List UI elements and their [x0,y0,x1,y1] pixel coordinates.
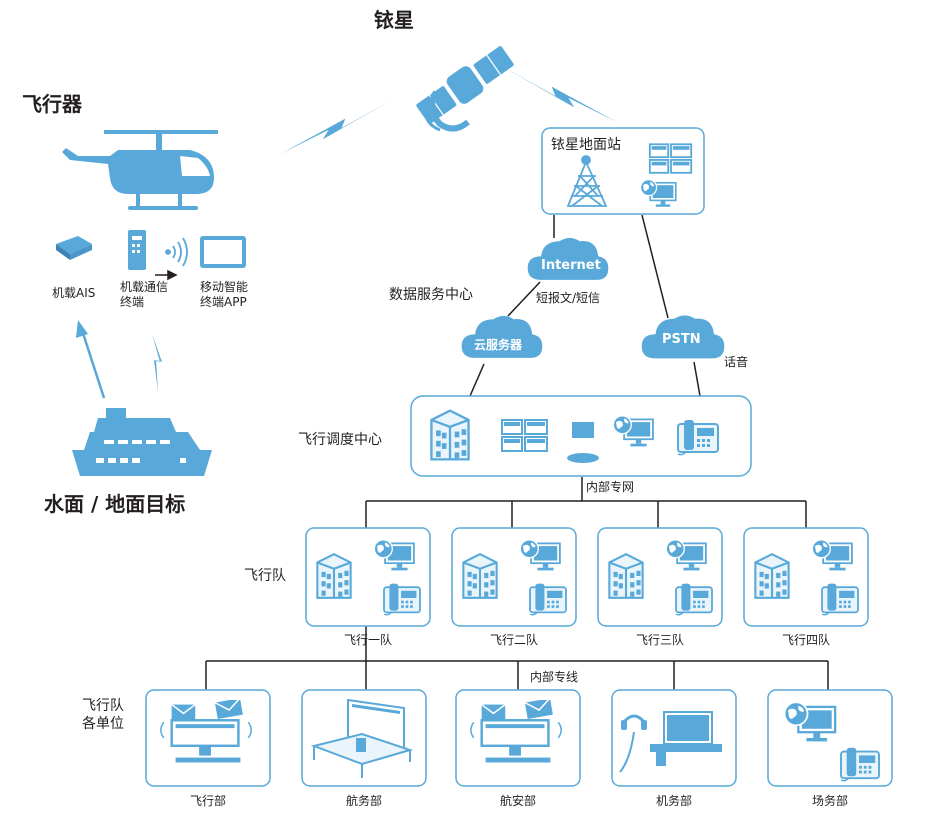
pstn-label: PSTN [662,332,701,347]
units-group-label: 飞行队 各单位 [82,698,124,733]
ground-station-label: 铱星地面站 [551,137,621,153]
building-icon [462,553,498,599]
comm-terminal-label-line1: 机载通信 [120,280,169,294]
desk-workstation-icon [310,698,414,778]
mobile-app-label: 移动智能 终端APP [200,280,248,310]
ais-device-icon [56,236,92,260]
voice-label: 话音 [724,355,749,369]
connector-lines [155,214,829,690]
unit-label-4: 机务部 [655,794,692,808]
squadron-group-label: 飞行队 [244,568,286,584]
building-icon [754,553,790,599]
tablet-icon [200,236,246,268]
internal-line-label: 内部专线 [530,670,579,684]
desk-phone-icon [840,746,880,782]
building-icon [316,553,352,599]
desk-phone-icon [383,582,421,616]
data-center-label: 数据服务中心 [389,287,473,303]
radar-tower-icon [566,155,608,207]
sms-label: 短报文/短信 [536,291,601,305]
wifi-signal-icon [165,237,188,267]
squadron-label-3: 飞行三队 [635,633,684,647]
helicopter-icon [62,130,218,210]
mobile-app-label-line2: 终端APP [200,295,247,309]
desk-phone-icon [529,582,567,616]
desk-phone-icon [821,582,859,616]
building-icon [430,409,470,461]
squadron-label-4: 飞行四队 [781,633,830,647]
comm-terminal-icon [128,230,146,270]
aircraft-title: 飞行器 [22,92,82,116]
unit-label-3: 航安部 [499,794,536,808]
unit-label-2: 航务部 [345,794,382,808]
units-group-label-line2: 各单位 [82,715,124,732]
squadron-label-2: 飞行二队 [489,633,538,647]
ais-label: 机载AIS [52,286,96,300]
dispatch-center-label: 飞行调度中心 [298,432,382,448]
internal-network-label: 内部专网 [586,480,635,494]
cloud-server-label: 云服务器 [474,338,523,352]
headset-operator-icon [619,711,722,773]
satellite-title: 铱星 [374,8,414,32]
unit-label-5: 场务部 [811,794,848,808]
internet-label: Internet [541,258,601,273]
comm-terminal-label: 机载通信 终端 [120,280,168,310]
comm-terminal-label-line2: 终端 [120,295,145,309]
mobile-app-label-line1: 移动智能 [200,280,249,294]
wireless-link-icon [505,68,617,123]
server-icon [567,422,599,463]
wireless-link-icon [280,100,392,155]
squadron-label-1: 飞行一队 [343,633,392,647]
units-group-label-line1: 飞行队 [82,698,124,714]
satellite-icon [416,46,514,132]
ship-uplink [76,320,162,399]
surface-targets-title: 水面 / 地面目标 [44,492,186,516]
desk-phone-icon [675,582,713,616]
desk-phone-icon [677,419,719,456]
ship-icon [72,408,212,476]
building-icon [608,553,644,599]
unit-label-1: 飞行部 [189,794,226,808]
